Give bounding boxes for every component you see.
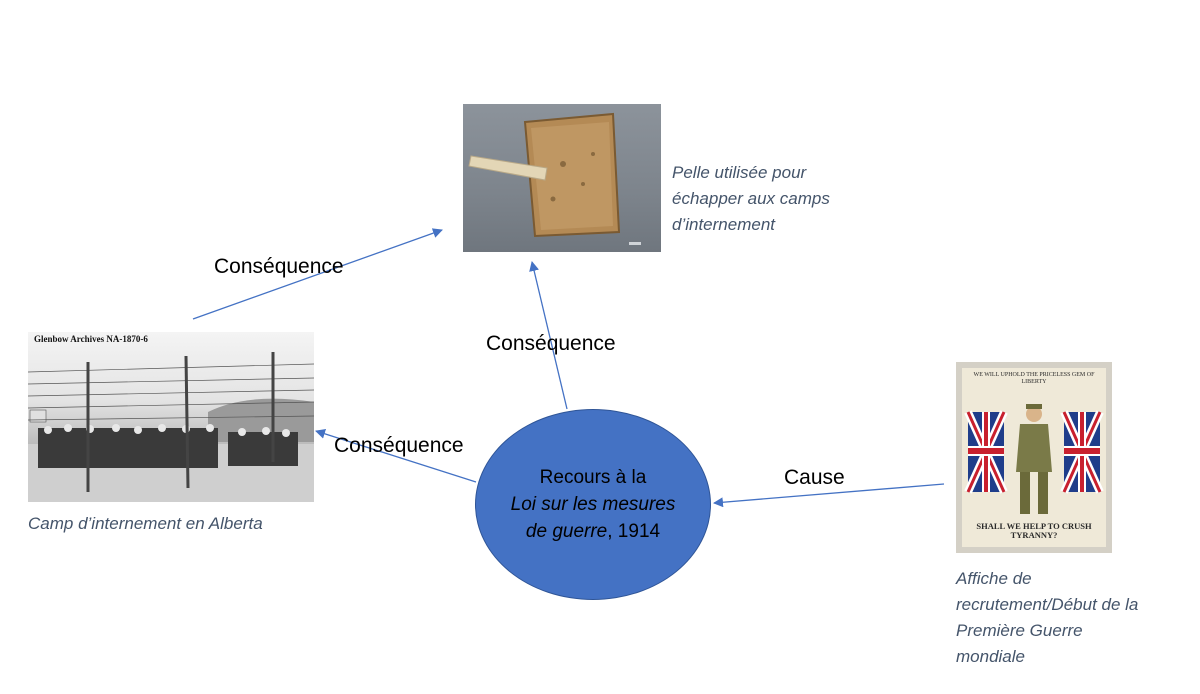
poster-footer: Shall we help to crush tyranny? xyxy=(976,521,1092,540)
poster-photo: We will uphold the priceless gem of libe… xyxy=(956,362,1112,553)
center-node-suffix: , 1914 xyxy=(607,521,661,542)
arrow-poster-to-center xyxy=(713,483,945,508)
shovel-caption: Pelle utilisée pour échapper aux camps d… xyxy=(672,163,830,234)
edge-label-consequence-left: Conséquence xyxy=(334,434,464,457)
camp-scene-icon xyxy=(28,352,314,502)
edge-label-consequence-top: Conséquence xyxy=(214,255,344,278)
arrow-center-to-camp xyxy=(315,428,477,483)
center-node: Recours à la Loi sur les mesures de guer… xyxy=(475,409,711,600)
archive-label: Glenbow Archives NA-1870-6 xyxy=(34,334,148,344)
shovel-icon xyxy=(468,112,641,245)
edge-label-consequence-middle: Conséquence xyxy=(486,332,616,355)
poster-caption: Affiche de recrutement/Début de la Premi… xyxy=(956,569,1139,666)
center-node-italic: Loi sur les mesures de guerre xyxy=(510,494,676,542)
camp-caption: Camp d’internement en Alberta xyxy=(28,514,263,533)
poster-header: We will uphold the priceless gem of libe… xyxy=(973,372,1095,385)
edge-label-cause: Cause xyxy=(784,466,845,489)
arrow-camp-to-shovel xyxy=(192,228,443,320)
center-node-text: Recours à la Loi sur les mesures de guer… xyxy=(508,464,678,545)
soldier-icon xyxy=(1016,404,1052,514)
center-node-line1: Recours à la xyxy=(539,467,647,488)
shovel-photo xyxy=(463,104,661,252)
camp-photo: Glenbow Archives NA-1870-6 xyxy=(28,332,314,502)
arrow-center-to-shovel xyxy=(529,261,568,410)
union-jack-flags-icon xyxy=(964,404,1104,514)
